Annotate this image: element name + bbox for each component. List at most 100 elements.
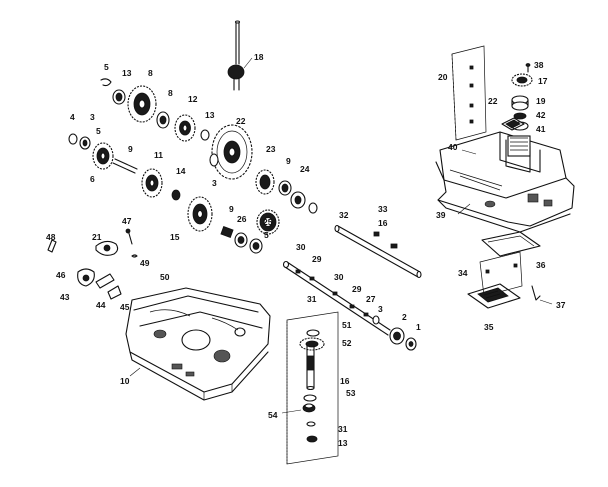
callout-5: 5	[96, 126, 101, 136]
part-16-clip	[373, 231, 398, 249]
callout-13: 13	[338, 438, 348, 448]
part-9-shaft	[112, 158, 138, 174]
part-21-fork	[95, 240, 119, 256]
part-32-shaft	[334, 224, 422, 279]
part-22-plate	[501, 117, 525, 131]
part-17-gear	[511, 73, 533, 87]
callout-9: 9	[128, 144, 133, 154]
callout-23: 22	[236, 116, 246, 126]
part-5-washer-top	[100, 78, 112, 87]
callout-4: 4	[70, 112, 75, 122]
part-30-key	[295, 269, 338, 296]
part-40-cover	[439, 131, 567, 199]
part-5-spacer	[79, 136, 91, 150]
part-6-gear	[92, 142, 114, 170]
callout-8: 9	[286, 156, 291, 166]
part-48-pin	[47, 239, 57, 253]
part-3-washer-right	[372, 315, 380, 325]
callout-30: 30	[296, 242, 306, 252]
part-44-link	[95, 273, 115, 289]
callout-26: 25	[263, 217, 273, 227]
part-14-pin	[171, 189, 181, 201]
part-5-washer-mid	[249, 238, 263, 254]
callout-47: 47	[122, 216, 132, 226]
callout-5: 5	[104, 62, 109, 72]
part-49-spring	[131, 254, 138, 258]
part-13-washer-bottom	[306, 435, 318, 443]
callout-48: 48	[46, 232, 56, 242]
part-53-washer	[303, 394, 317, 402]
callout-3: 3	[378, 304, 383, 314]
callout-9: 9	[229, 204, 234, 214]
part-27-bushing	[234, 232, 248, 248]
callout-31: 31	[307, 294, 317, 304]
part-2-bearing	[389, 327, 405, 345]
part-1-nut	[405, 337, 417, 351]
callout-11: 11	[154, 150, 163, 160]
part-shaft-panel	[286, 311, 339, 465]
callout-20: 20	[438, 72, 448, 82]
part-29-key	[309, 276, 369, 317]
part-16-shaft-vertical	[306, 345, 315, 391]
part-52-gear	[299, 337, 325, 351]
part-7-gear	[127, 85, 157, 123]
callout-16: 16	[378, 218, 388, 228]
part-19-shaft	[227, 20, 253, 91]
part-8-bushing	[278, 180, 292, 196]
part-9-block	[220, 226, 234, 238]
callout-51: 51	[342, 320, 352, 330]
part-24-gear	[255, 169, 275, 195]
callout-43: 43	[60, 292, 70, 302]
callout-5: 5	[264, 230, 269, 240]
callout-labels: 18 5 13 8 8 12 13 22 4 3 5 6 9 11 14 3 1…	[46, 52, 566, 448]
callout-34: 34	[458, 268, 468, 278]
callout-12: 12	[188, 94, 198, 104]
callout-3: 3	[212, 178, 217, 188]
part-13-pin	[112, 89, 126, 105]
part-4-washer	[68, 133, 78, 145]
callout-38: 38	[534, 60, 544, 70]
callout-41: 41	[536, 124, 546, 134]
part-45-bracket	[107, 285, 122, 300]
callout-52: 52	[342, 338, 352, 348]
part-35-plate	[467, 283, 521, 309]
callout-29: 29	[352, 284, 362, 294]
callout-17: 17	[538, 76, 548, 86]
callout-15: 15	[170, 232, 180, 242]
callout-18: 19	[536, 96, 546, 106]
callout-27: 26	[237, 214, 247, 224]
part-10-housing	[125, 287, 271, 401]
part-23-large-gear	[209, 124, 253, 180]
callout-24: 23	[266, 144, 276, 154]
part-13-collar	[200, 129, 210, 141]
callout-49: 49	[140, 258, 150, 268]
callout-44: 44	[96, 300, 106, 310]
part-34-gasket	[479, 251, 523, 297]
callout-53: 53	[346, 388, 356, 398]
part-18-bearing	[511, 95, 529, 111]
part-43-lever	[77, 268, 95, 287]
callout-28: 27	[366, 294, 376, 304]
callout-45: 45	[120, 302, 130, 312]
callout-54: 54	[268, 410, 278, 420]
callout-37: 37	[556, 300, 566, 310]
part-15-gear	[187, 196, 213, 232]
part-54-cap	[281, 403, 316, 414]
callout-8: 8	[168, 88, 173, 98]
callout-46: 46	[56, 270, 66, 280]
part-20-gasket	[451, 45, 487, 141]
callout-33: 33	[378, 204, 388, 214]
callout-30: 30	[334, 272, 344, 282]
part-37-bracket	[531, 285, 553, 305]
callout-25: 24	[300, 164, 310, 174]
part-47-pin	[125, 228, 133, 245]
callout-35: 35	[484, 322, 494, 332]
callout-14: 14	[176, 166, 186, 176]
callout-19: 18	[254, 52, 264, 62]
part-8-bushing-top	[156, 111, 170, 129]
callout-36: 36	[536, 260, 546, 270]
callout-21: 21	[92, 232, 102, 242]
part-36-plate	[481, 231, 541, 257]
